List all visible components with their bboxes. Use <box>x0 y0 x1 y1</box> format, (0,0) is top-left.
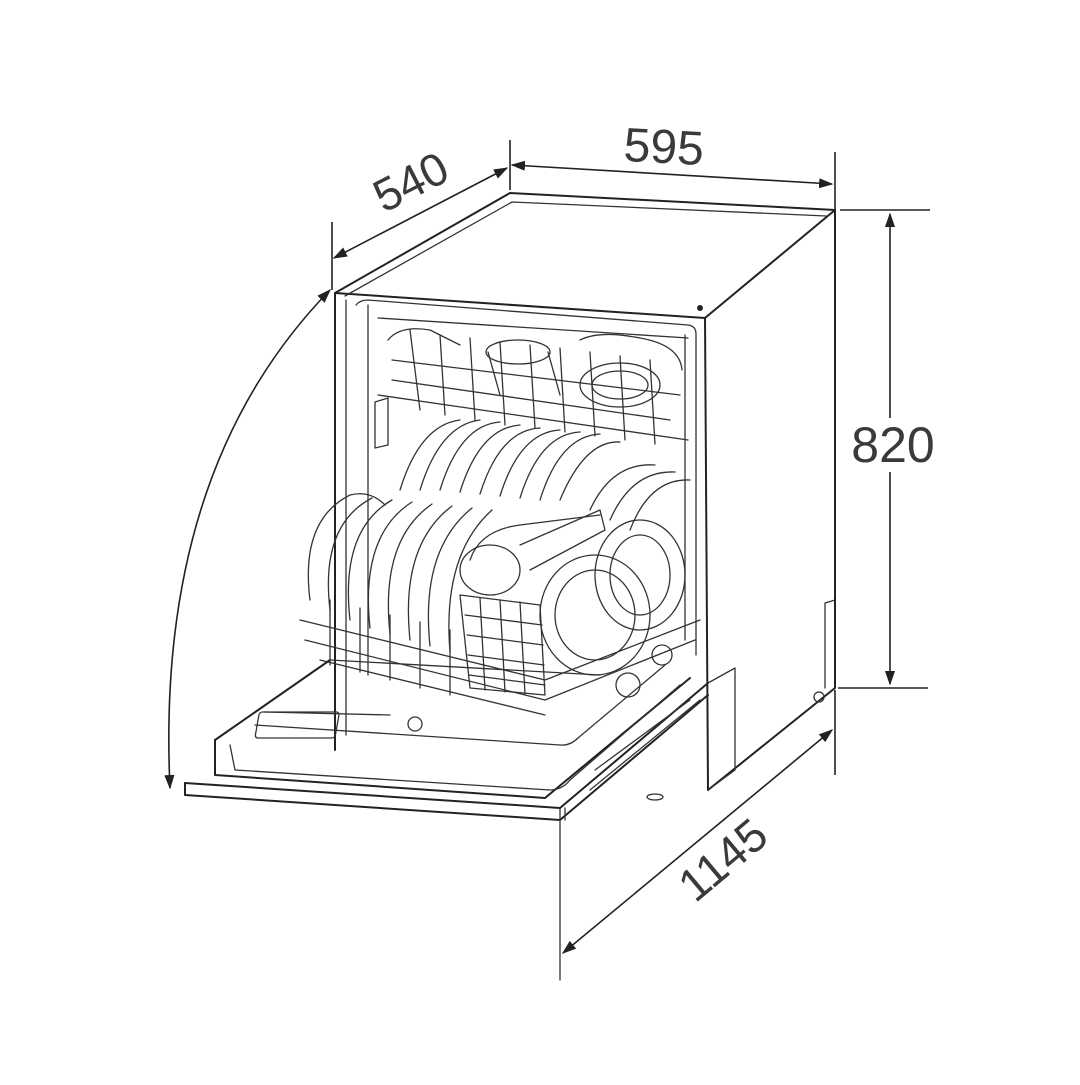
depth-dimension: 540 <box>331 140 511 290</box>
lower-basket <box>299 493 701 716</box>
depth-label: 540 <box>365 141 457 222</box>
door-open-depth-dimension: 1145 <box>561 690 836 954</box>
door-open-depth-label: 1145 <box>668 808 777 911</box>
dishwasher-body <box>334 192 836 791</box>
rear-plates <box>399 419 691 531</box>
height-dimension: 820 <box>838 209 941 689</box>
width-label: 595 <box>622 119 705 176</box>
door-swing-arc <box>164 288 332 790</box>
open-door <box>184 659 736 981</box>
height-label: 820 <box>851 417 934 473</box>
width-dimension: 595 <box>510 119 836 210</box>
upper-basket <box>374 317 689 449</box>
